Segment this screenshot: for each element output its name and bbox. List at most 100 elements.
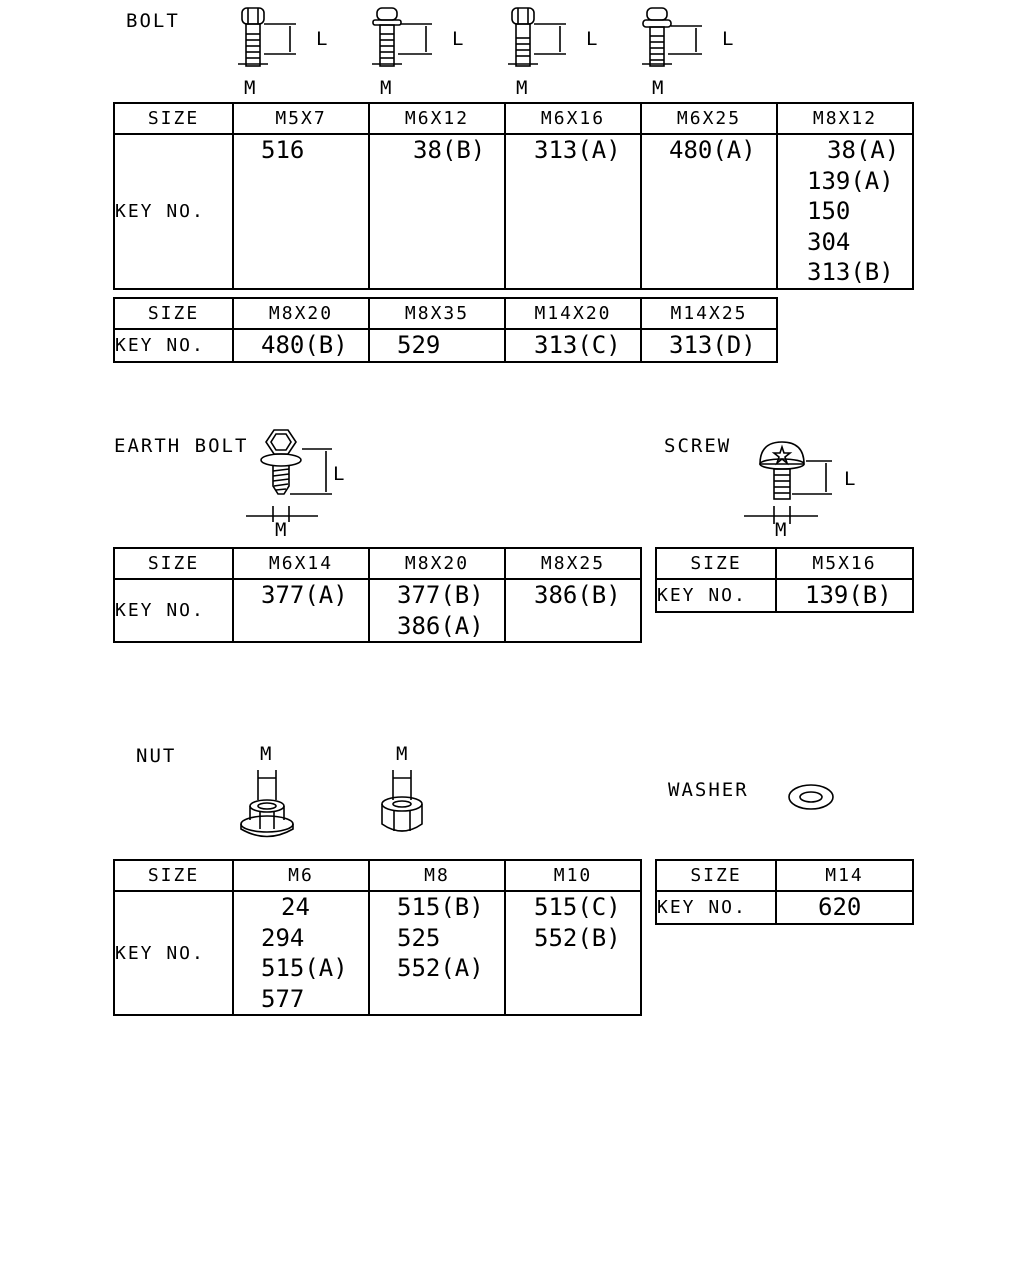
key-value: 313(C) [534,331,621,359]
nut-1-dim-m: M [260,743,274,765]
size-header: SIZE [655,547,777,580]
bolt-1-dim-l: L [316,28,330,50]
key-value: 38(B) [413,136,486,164]
key-value: 620 [818,893,862,921]
key-cell: 480(A) [640,133,778,290]
bolt-3-dim-l: L [586,28,600,50]
size-cell: M6X14 [232,547,370,580]
key-value: 313(B) [807,258,894,286]
key-value: 552(A) [397,954,484,982]
key-value: 529 [397,331,441,359]
nut-section-title: NUT [136,745,177,767]
screw-section-title: SCREW [664,435,732,457]
size-cell: M6X16 [504,102,642,135]
key-value: 139(B) [805,581,892,609]
key-value: 552(B) [534,923,621,952]
size-cell: M8X20 [232,297,370,330]
screw-dim-m: M [775,519,789,541]
bolt-4-dim-m: M [652,77,666,99]
bolt-2-dim-m: M [380,77,394,99]
bolt-section-title: BOLT [126,10,180,32]
bolt-type-2-icon [372,7,432,67]
key-cell: 377(A) [232,578,370,643]
size-cell: M8X25 [504,547,642,580]
size-header: SIZE [113,297,234,330]
earth-bolt-size-table: SIZE M6X14 M8X20 M8X25 KEY NO. 377(A) 37… [113,547,642,643]
key-cell: 38(B) [368,133,506,290]
key-value: 515(A) [261,954,348,982]
key-value: 313(A) [534,136,621,164]
size-cell: M8X12 [776,102,914,135]
key-cell: 139(B) [775,578,914,613]
bolt-size-table-2: SIZE M8X20 M8X35 M14X20 M14X25 KEY NO. 4… [113,297,778,363]
washer-section-title: WASHER [668,779,749,801]
size-cell: M14X25 [640,297,778,330]
key-value: 386(B) [534,581,621,609]
key-no-header: KEY NO. [655,578,777,613]
bolt-type-3-icon [508,7,566,67]
key-cell: 313(C) [504,328,642,363]
size-cell: M8X35 [368,297,506,330]
key-no-header: KEY NO. [113,578,234,643]
size-header: SIZE [113,102,234,135]
earth-bolt-icon [246,429,332,522]
key-value: 139(A) [807,166,894,195]
size-header: SIZE [113,859,234,892]
key-value: 294 [261,923,305,952]
key-cell: 38(A) 139(A) 150 304 313(B) [776,133,914,290]
key-no-header: KEY NO. [113,133,234,290]
size-cell: M14 [775,859,914,892]
washer-icon [788,784,834,810]
key-value: 150 [807,197,851,225]
key-cell: 529 [368,328,506,363]
earth-bolt-section-title: EARTH BOLT [114,435,249,457]
nut-size-table: SIZE M6 M8 M10 KEY NO. 24 294 515(A) 577… [113,859,642,1016]
key-value: 480(A) [669,136,756,164]
earth-bolt-dim-l: L [333,463,347,485]
key-cell: 313(D) [640,328,778,363]
bolt-3-dim-m: M [516,77,530,99]
key-no-header: KEY NO. [113,328,234,363]
screw-icon [744,441,832,524]
bolt-size-table-1: SIZE M5X7 M6X12 M6X16 M6X25 M8X12 KEY NO… [113,102,914,290]
key-value: 304 [807,227,851,256]
nut-2-dim-m: M [396,743,410,765]
key-cell: 515(C) 552(B) [504,890,642,1016]
key-value: 480(B) [261,331,348,359]
key-value: 516 [261,136,305,164]
key-cell: 515(B) 525 552(A) [368,890,506,1016]
screw-dim-l: L [844,468,858,490]
size-cell: M6X12 [368,102,506,135]
key-value: 577 [261,984,305,1013]
size-cell: M14X20 [504,297,642,330]
key-cell: 386(B) [504,578,642,643]
flange-nut-icon [240,770,294,838]
key-cell: 620 [775,890,914,925]
size-cell: M8X20 [368,547,506,580]
key-value: 525 [397,923,441,952]
earth-bolt-dim-m: M [275,519,289,541]
washer-size-table: SIZE M14 KEY NO. 620 [655,859,914,925]
size-header: SIZE [113,547,234,580]
key-value: 515(B) [397,893,484,921]
hex-nut-icon [381,770,423,832]
bolt-1-dim-m: M [244,77,258,99]
size-cell: M6X25 [640,102,778,135]
size-header: SIZE [655,859,777,892]
key-no-header: KEY NO. [655,890,777,925]
key-cell: 313(A) [504,133,642,290]
bolt-type-4-icon [642,7,702,67]
size-cell: M5X16 [775,547,914,580]
key-cell: 516 [232,133,370,290]
size-cell: M8 [368,859,506,892]
key-cell: 377(B) 386(A) [368,578,506,643]
bolt-4-dim-l: L [722,28,736,50]
key-value: 377(B) [397,581,484,609]
key-value: 38(A) [827,136,900,164]
key-no-header: KEY NO. [113,890,234,1016]
key-value: 313(D) [669,331,756,359]
key-value: 24 [281,893,310,921]
key-value: 386(A) [397,611,484,640]
key-value: 377(A) [261,581,348,609]
size-cell: M5X7 [232,102,370,135]
